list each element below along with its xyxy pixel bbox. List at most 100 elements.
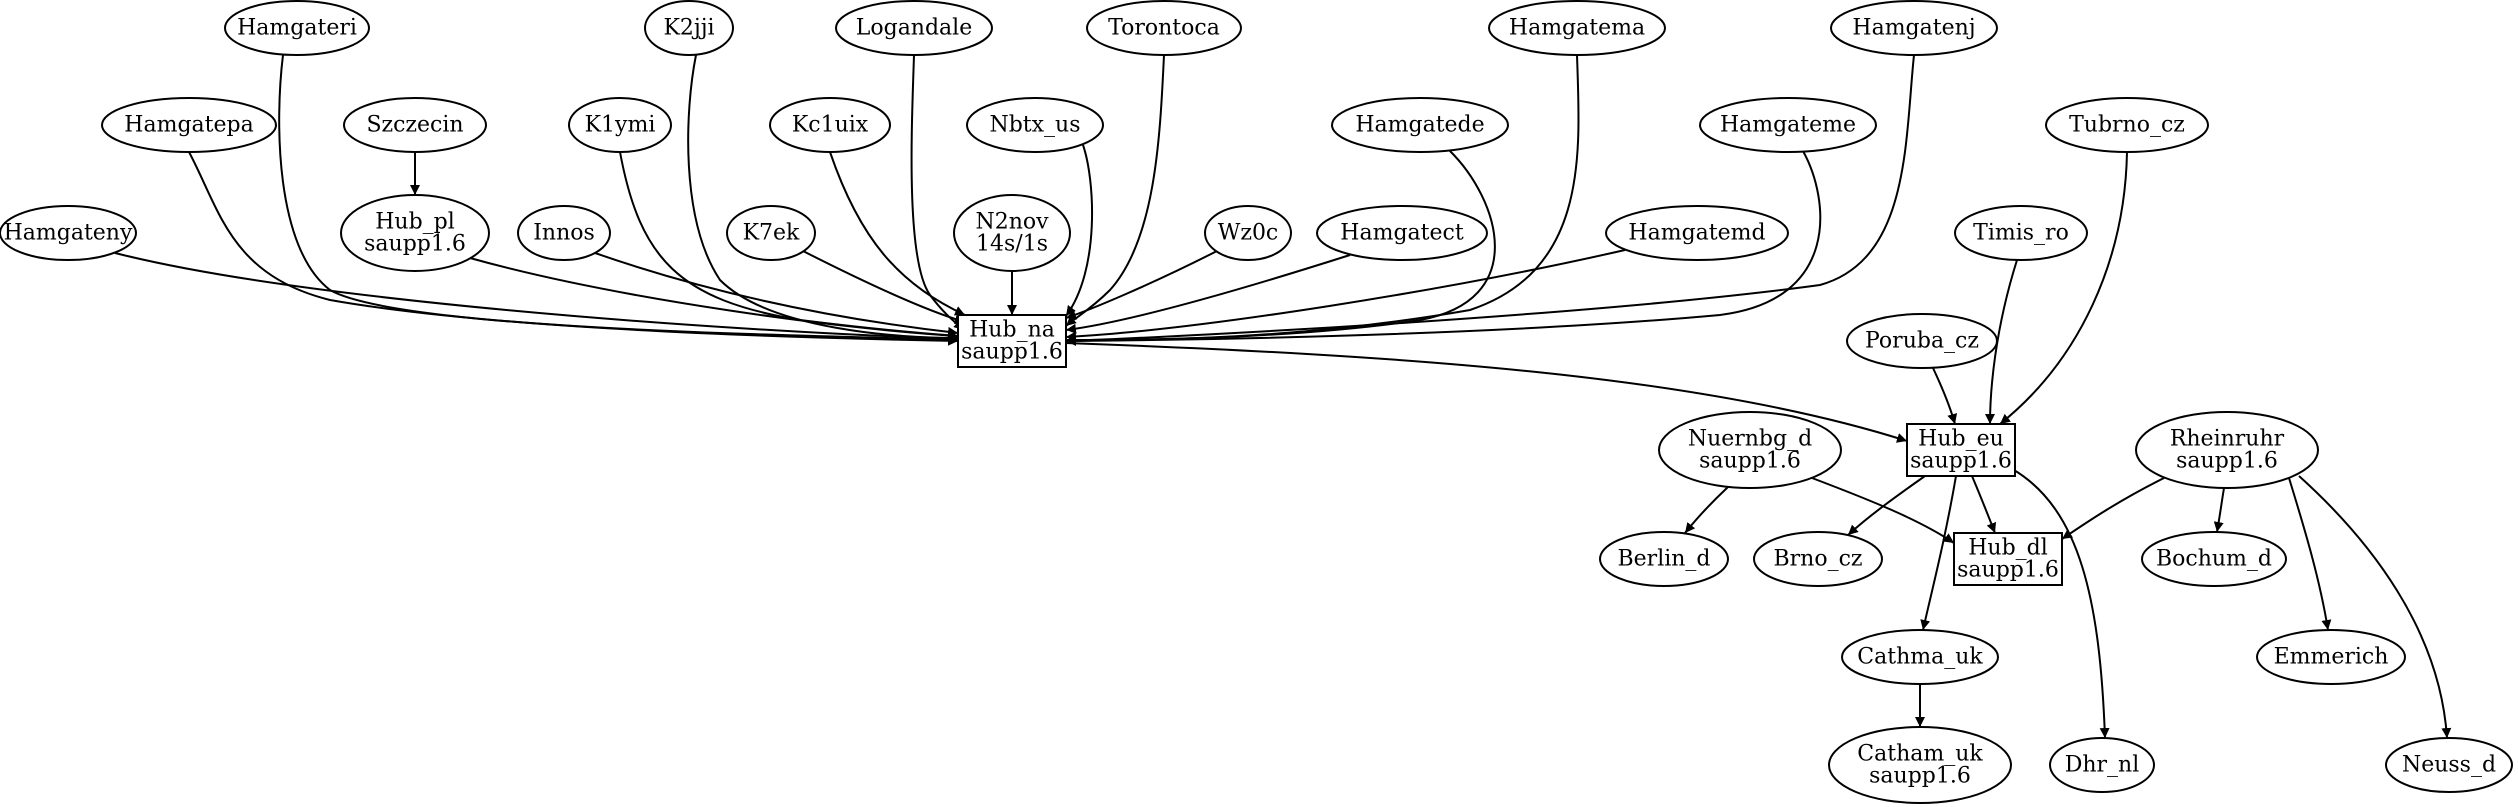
node-tubrno-cz: Tubrno_cz: [2045, 97, 2209, 153]
edge-hamgatema-to-hub-na: [1065, 54, 1580, 345]
node-k1ymi: K1ymi: [568, 97, 672, 153]
node-ellipse: [2135, 411, 2319, 489]
node-ellipse: [966, 97, 1104, 153]
node-label: saupp1.6: [1699, 449, 1801, 474]
node-label: saupp1.6: [1957, 558, 2059, 583]
node-label: Innos: [533, 221, 595, 246]
node-label: Hamgateny: [4, 221, 133, 246]
node-ellipse: [1846, 313, 1998, 369]
node-ellipse: [726, 205, 816, 261]
node-ellipse: [0, 205, 137, 261]
edge-rheinruhr-to-bochum-d: [2213, 487, 2225, 533]
edge-hamgatepa-to-hub-na: [188, 151, 959, 346]
edge-torontoca-to-hub-na: [1065, 54, 1165, 327]
node-label: saupp1.6: [1869, 764, 1971, 789]
edge-hamgateme-to-hub-na: [1065, 150, 1822, 346]
node-label: Hub_dl: [1968, 536, 2048, 561]
node-hamgateri: Hamgateri: [224, 0, 370, 56]
node-ellipse: [1605, 205, 1789, 261]
node-wz0c: Wz0c: [1204, 205, 1292, 261]
node-ellipse: [1204, 205, 1292, 261]
node-label: Hamgatede: [1355, 113, 1484, 138]
node-label: Wz0c: [1218, 221, 1279, 246]
edge-k7ek-to-hub-na: [802, 250, 966, 325]
node-box: [1906, 423, 2016, 477]
node-bochum-d: Bochum_d: [2141, 531, 2287, 587]
node-hamgatede: Hamgatede: [1331, 97, 1509, 153]
node-label: Berlin_d: [1617, 547, 1710, 572]
node-label: Hamgateme: [1720, 113, 1856, 138]
node-label: Hamgatepa: [124, 113, 253, 138]
edge-nuernbg-d-to-hub-dl: [1811, 477, 1955, 544]
node-label: Hamgateri: [237, 16, 357, 41]
node-hamgatect: Hamgatect: [1316, 205, 1488, 261]
node-ellipse: [1830, 0, 1998, 56]
node-label: Nbtx_us: [989, 113, 1080, 138]
node-label: Kc1uix: [792, 113, 869, 138]
node-logandale: Logandale: [835, 0, 993, 56]
node-ellipse: [1828, 726, 2012, 804]
node-label: Hamgatenj: [1852, 16, 1975, 41]
node-ellipse: [517, 205, 611, 261]
edge-hamgateri-to-hub-na: [278, 54, 959, 345]
node-label: Hamgatect: [1340, 221, 1464, 246]
node-poruba-cz: Poruba_cz: [1846, 313, 1998, 369]
node-ellipse: [224, 0, 370, 56]
edge-hub-pl-to-hub-na: [469, 257, 959, 341]
node-label: Hub_na: [969, 318, 1055, 343]
edge-rheinruhr-to-emmerich: [2288, 477, 2332, 631]
node-berlin-d: Berlin_d: [1599, 531, 1729, 587]
node-ellipse: [1488, 0, 1666, 56]
node-label: Cathma_uk: [1857, 645, 1983, 670]
node-hamgateme: Hamgateme: [1699, 97, 1877, 153]
node-ellipse: [340, 194, 490, 272]
edge-hub-eu-to-hub-dl: [1971, 475, 1997, 534]
node-ellipse: [2385, 737, 2513, 793]
node-ellipse: [101, 97, 277, 153]
node-label: Emmerich: [2274, 645, 2389, 670]
edge-innos-to-hub-na: [594, 252, 959, 337]
node-label: Rheinruhr: [2170, 427, 2285, 452]
edge-nbtx-us-to-hub-na: [1065, 144, 1094, 317]
node-hamgatemd: Hamgatemd: [1605, 205, 1789, 261]
node-label: saupp1.6: [961, 340, 1063, 365]
node-ellipse: [568, 97, 672, 153]
node-ellipse: [1841, 629, 1999, 685]
edge-timis-ro-to-hub-eu: [1985, 259, 2018, 425]
node-label: K7ek: [743, 221, 800, 246]
node-hamgateny: Hamgateny: [0, 205, 137, 261]
node-label: Hamgatemd: [1628, 221, 1765, 246]
node-ellipse: [2045, 97, 2209, 153]
node-nbtx-us: Nbtx_us: [966, 97, 1104, 153]
edge-hamgatemd-to-hub-na: [1065, 249, 1626, 342]
node-neuss-d: Neuss_d: [2385, 737, 2513, 793]
node-label: saupp1.6: [364, 232, 466, 257]
edge-k2jji-to-hub-na: [687, 54, 959, 343]
edge-hub-eu-to-brno-cz: [1847, 475, 1926, 536]
node-ellipse: [2256, 629, 2406, 685]
node-ellipse: [1331, 97, 1509, 153]
node-label: Nuernbg_d: [1688, 427, 1812, 452]
edge-nuernbg-d-to-berlin-d: [1684, 486, 1729, 534]
node-hamgatema: Hamgatema: [1488, 0, 1666, 56]
node-label: K1ymi: [585, 113, 656, 138]
node-szczecin: Szczecin: [343, 97, 487, 153]
node-label: Hub_pl: [375, 210, 455, 235]
node-label: saupp1.6: [2176, 449, 2278, 474]
node-k7ek: K7ek: [726, 205, 816, 261]
node-k2jji: K2jji: [644, 0, 734, 56]
node-ellipse: [343, 97, 487, 153]
node-label: Hamgatema: [1509, 16, 1645, 41]
node-box: [957, 314, 1067, 368]
node-ellipse: [953, 194, 1071, 272]
node-label: Neuss_d: [2402, 753, 2496, 778]
edge-hub-eu-to-cathma-uk: [1920, 475, 1957, 631]
node-ellipse: [769, 97, 891, 153]
node-cathma-uk: Cathma_uk: [1841, 629, 1999, 685]
